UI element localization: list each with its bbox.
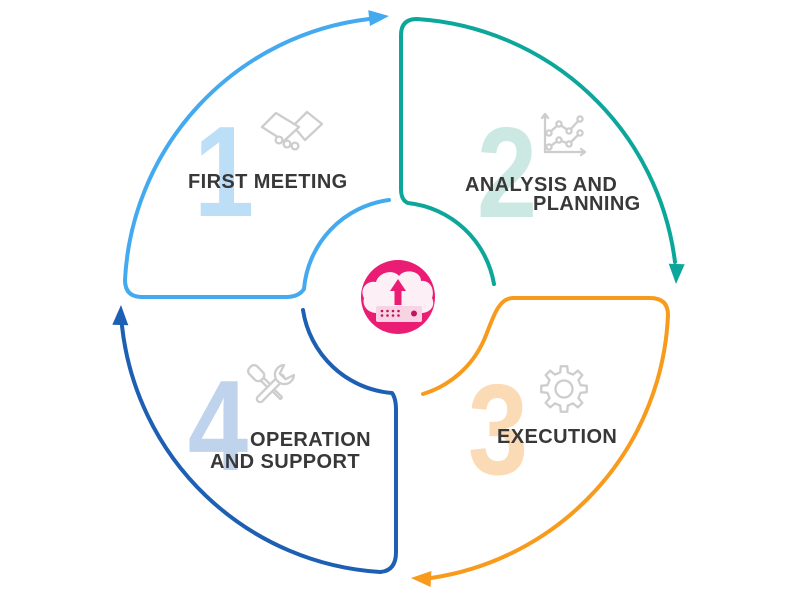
step1-arrowhead xyxy=(368,10,389,27)
svg-text:ANALYSIS AND: ANALYSIS AND xyxy=(465,174,617,196)
line-chart-icon xyxy=(540,112,587,157)
server-dots xyxy=(380,309,417,317)
step4-arrowhead xyxy=(112,305,129,326)
step3-arrowhead xyxy=(411,571,432,588)
svg-text:2: 2 xyxy=(477,101,537,245)
upload-arrow-icon xyxy=(390,279,406,305)
svg-text:4: 4 xyxy=(188,354,248,498)
handshake-icon xyxy=(260,110,324,151)
step2-number: 2 xyxy=(477,101,537,245)
svg-text:3: 3 xyxy=(468,358,528,502)
svg-text:OPERATION: OPERATION xyxy=(250,429,371,451)
tools-icon xyxy=(247,363,296,404)
step4-label: OPERATION AND SUPPORT xyxy=(210,429,371,473)
cloud-upload-server-icon xyxy=(362,271,434,322)
step4-number: 4 xyxy=(188,354,248,498)
gear-icon xyxy=(540,365,588,413)
step3-arc xyxy=(421,296,670,580)
svg-text:1: 1 xyxy=(194,100,254,244)
svg-text:AND SUPPORT: AND SUPPORT xyxy=(210,451,360,473)
step1-arc xyxy=(123,17,391,299)
step1-label: FIRST MEETING xyxy=(188,171,348,193)
step3-number: 3 xyxy=(468,358,528,502)
step2-arc xyxy=(399,17,677,286)
step2-arrowhead xyxy=(668,263,685,284)
step1-number: 1 xyxy=(194,100,254,244)
center-badge xyxy=(361,260,435,334)
svg-text:PLANNING: PLANNING xyxy=(533,193,641,215)
step3-label: EXECUTION xyxy=(497,426,617,448)
step2-label: ANALYSIS AND PLANNING xyxy=(465,174,641,215)
step4-arc xyxy=(120,308,398,574)
